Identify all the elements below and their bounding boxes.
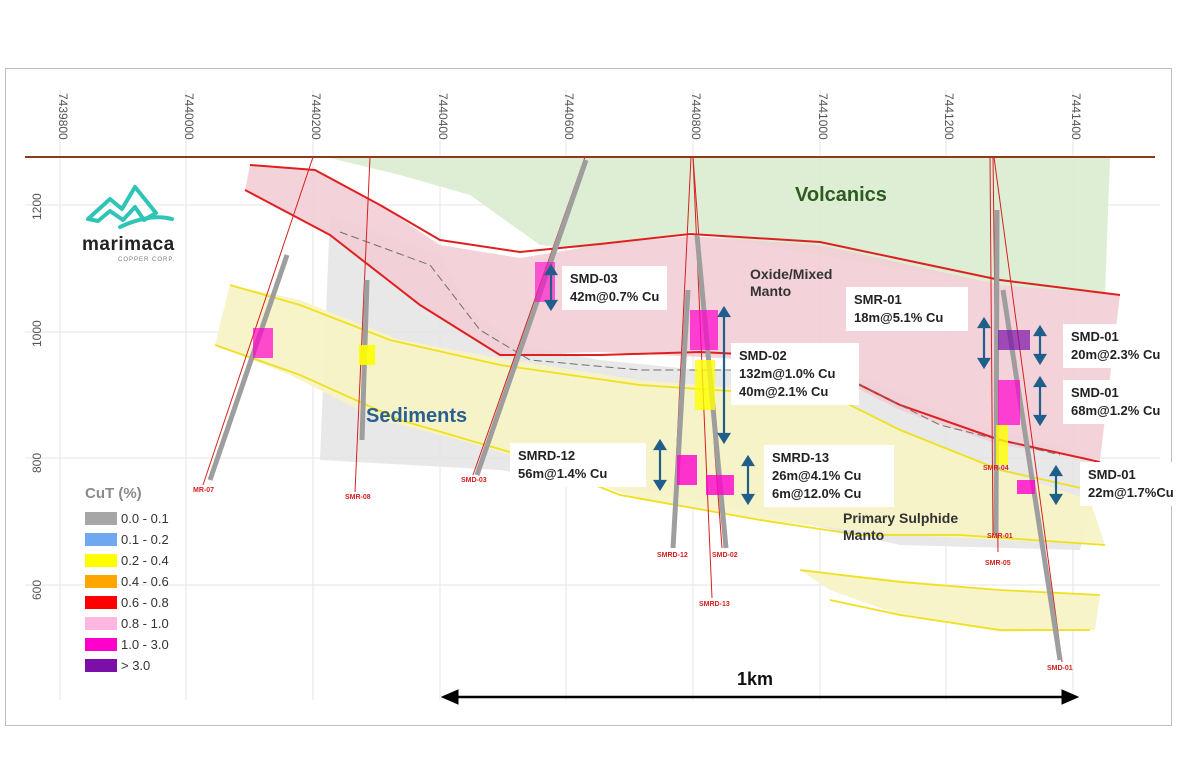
x-tick: 7440400: [436, 93, 450, 140]
callout-text: 68m@1.2% Cu: [1071, 403, 1161, 418]
grade-intervals: [253, 262, 1035, 495]
legend-item: 0.4 - 0.6: [85, 573, 205, 590]
legend: CuT (%) 0.0 - 0.1 0.1 - 0.2 0.2 - 0.4 0.…: [85, 485, 205, 678]
logo-subtitle: COPPER CORP.: [118, 257, 176, 263]
callout-smd-01-c: SMD-01 22m@1.7%Cu: [1080, 462, 1182, 506]
legend-swatch: [85, 512, 117, 525]
hole-label: SMD-03: [461, 477, 487, 484]
legend-item: 1.0 - 3.0: [85, 636, 205, 653]
dashed-contact: [339, 231, 1061, 456]
x-tick: 7439800: [56, 93, 70, 140]
hole-label: SMRD-13: [699, 601, 730, 608]
callout-text: 20m@2.3% Cu: [1071, 347, 1161, 362]
sulphide-unit-lower: [800, 570, 1100, 632]
hole-label: SMR-04: [983, 465, 1009, 472]
callout-text: 132m@1.0% Cu 40m@2.1% Cu: [739, 366, 836, 399]
x-tick: 7440600: [562, 93, 576, 140]
x-tick: 7441000: [816, 93, 830, 140]
legend-item: > 3.0: [85, 657, 205, 674]
hole-label: SMR-01: [987, 533, 1013, 540]
oxide-manto-label: Oxide/Mixed Manto: [750, 266, 833, 299]
callout-smr-01: SMR-01 18m@5.1% Cu: [846, 287, 968, 331]
legend-title: CuT (%): [85, 485, 142, 502]
legend-item: 0.6 - 0.8: [85, 594, 205, 611]
scale-bar: [440, 689, 1080, 705]
callout-hole: SMD-01: [1071, 385, 1119, 400]
interval-arrows: [544, 263, 1063, 506]
callout-text: 22m@1.7%Cu: [1088, 485, 1174, 500]
legend-label: 0.2 - 0.4: [121, 553, 169, 568]
callout-text: 56m@1.4% Cu: [518, 466, 608, 481]
legend-swatch: [85, 596, 117, 609]
oxide-manto-unit: [245, 165, 1120, 460]
callout-hole: SMD-03: [570, 271, 618, 286]
lower-contact: [244, 189, 1101, 463]
callout-hole: SMD-01: [1071, 329, 1119, 344]
callout-hole: SMD-01: [1088, 467, 1136, 482]
legend-swatch: [85, 554, 117, 567]
callout-hole: SMRD-12: [518, 448, 576, 463]
sulphide-base-line: [214, 344, 1106, 546]
callout-hole: SMD-02: [739, 348, 787, 363]
legend-label: 0.4 - 0.6: [121, 574, 169, 589]
x-tick: 7441200: [942, 93, 956, 140]
callout-smd-03: SMD-03 42m@0.7% Cu: [562, 266, 668, 310]
legend-item: 0.0 - 0.1: [85, 510, 205, 527]
hole-label: MR-07: [193, 487, 215, 494]
callout-smd-01-b: SMD-01 68m@1.2% Cu: [1063, 380, 1169, 424]
y-tick: 1000: [30, 320, 44, 347]
legend-item: 0.1 - 0.2: [85, 531, 205, 548]
x-tick: 7440200: [309, 93, 323, 140]
marimaca-logo-icon: [86, 185, 174, 229]
upper-contact: [249, 164, 1121, 296]
volcanics-label: Volcanics: [795, 184, 887, 206]
callout-hole: SMR-01: [854, 292, 902, 307]
legend-swatch: [85, 617, 117, 630]
callout-text: 18m@5.1% Cu: [854, 310, 944, 325]
legend-label: 0.0 - 0.1: [121, 511, 169, 526]
volcanics-unit: [330, 158, 1110, 295]
hole-label: SMD-02: [712, 552, 738, 559]
scale-bar-label: 1km: [737, 669, 774, 689]
legend-label: 1.0 - 3.0: [121, 637, 169, 652]
x-tick: 7440800: [689, 93, 703, 140]
y-tick: 800: [30, 452, 44, 473]
callout-text: 42m@0.7% Cu: [570, 289, 660, 304]
y-tick: 600: [30, 579, 44, 600]
callout-smd-01-a: SMD-01 20m@2.3% Cu: [1063, 324, 1169, 368]
legend-label: 0.6 - 0.8: [121, 595, 169, 610]
callout-smrd-12: SMRD-12 56m@1.4% Cu: [510, 443, 646, 487]
y-tick: 1200: [30, 193, 44, 220]
legend-item: 0.8 - 1.0: [85, 615, 205, 632]
hole-label: SMD-01: [1047, 665, 1073, 672]
drill-cores: [207, 159, 1063, 661]
callout-hole: SMRD-13: [772, 450, 830, 465]
callout-smd-02: SMD-02 132m@1.0% Cu 40m@2.1% Cu: [731, 343, 859, 405]
legend-item: 0.2 - 0.4: [85, 552, 205, 569]
legend-swatch: [85, 533, 117, 546]
hole-label: SMRD-12: [657, 552, 688, 559]
sulphide-manto-label: Primary Sulphide Manto: [843, 510, 959, 543]
callout-smrd-13: SMRD-13 26m@4.1% Cu 6m@12.0% Cu: [764, 445, 894, 507]
legend-swatch: [85, 638, 117, 651]
legend-swatch: [85, 659, 117, 672]
callout-text: 26m@4.1% Cu 6m@12.0% Cu: [772, 468, 862, 501]
hole-label: SMR-05: [985, 560, 1011, 567]
logo-name: marimaca: [82, 234, 175, 255]
legend-label: > 3.0: [121, 658, 151, 673]
sediments-label: Sediments: [366, 405, 468, 427]
legend-label: 0.8 - 1.0: [121, 616, 169, 631]
hole-label: SMR-08: [345, 494, 371, 501]
x-tick: 7441400: [1069, 93, 1083, 140]
legend-label: 0.1 - 0.2: [121, 532, 169, 547]
x-tick: 7440000: [182, 93, 196, 140]
legend-swatch: [85, 575, 117, 588]
